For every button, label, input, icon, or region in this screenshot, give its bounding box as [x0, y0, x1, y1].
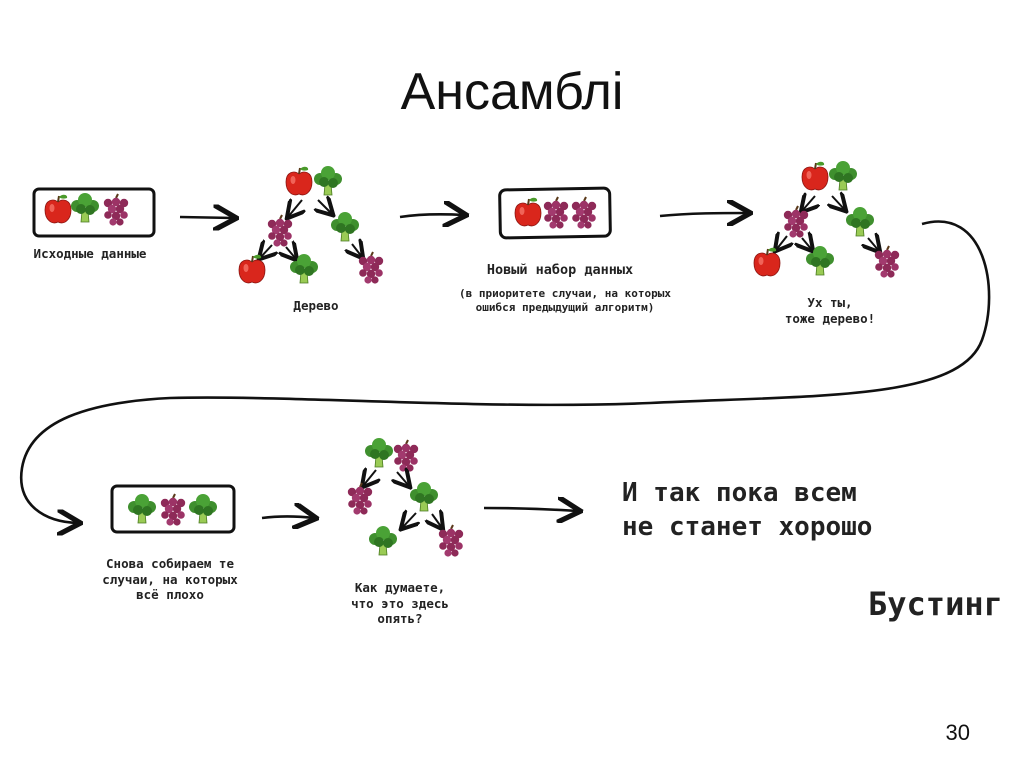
- tree-3: [346, 437, 465, 558]
- arrow-icon: [261, 517, 314, 519]
- apple-icon: [801, 160, 829, 191]
- tree-label: Дерево: [293, 298, 339, 313]
- apple-icon: [285, 165, 313, 196]
- grapes-icon: [392, 439, 420, 473]
- until-label: И так пока всем не станет хорошо: [622, 477, 922, 545]
- new-dataset-box: [498, 186, 612, 240]
- grapes-icon: [266, 214, 294, 248]
- new-dataset-note-line-2: ошибся предыдущий алгоритм): [475, 300, 655, 314]
- grapes-icon: [159, 493, 187, 527]
- wow-line-1: Ух ты,: [807, 295, 853, 310]
- apple-icon: [44, 193, 72, 224]
- broccoli-icon: [313, 165, 343, 196]
- guess-line-3: опять?: [377, 611, 423, 627]
- arrow-icon: [483, 508, 578, 511]
- connector-arrow: [19, 220, 991, 523]
- broccoli-icon: [368, 525, 398, 556]
- again-line-2: случаи, на которых: [102, 571, 238, 587]
- arrow-icon: [659, 213, 748, 216]
- grapes-icon: [102, 193, 130, 227]
- grapes-icon: [437, 524, 465, 558]
- source-data-box: [32, 187, 156, 238]
- again-line-1: Снова собираем те: [106, 556, 234, 571]
- page-number: 30: [945, 720, 970, 745]
- grapes-icon: [570, 196, 598, 230]
- broccoli-icon: [127, 493, 157, 524]
- apple-icon: [753, 246, 781, 277]
- broccoli-icon: [805, 245, 835, 276]
- tree-2: [753, 160, 901, 279]
- grapes-icon: [346, 482, 374, 516]
- apple-icon: [238, 253, 266, 284]
- new-dataset-note: (в приоритете случаи, на которых ошибся …: [420, 287, 710, 315]
- broccoli-icon: [188, 493, 218, 524]
- arrow-icon: [399, 214, 464, 217]
- broccoli-icon: [845, 206, 875, 237]
- boosting-label: Бустинг: [868, 585, 1003, 623]
- new-dataset-note-line-1: (в приоритете случаи, на которых: [459, 287, 671, 300]
- broccoli-icon: [70, 192, 100, 223]
- grapes-icon: [357, 251, 385, 285]
- until-line-2: не станет хорошо: [622, 511, 873, 542]
- grapes-icon: [542, 196, 570, 230]
- tree-1: [238, 165, 385, 285]
- guess-line-1: Как думаете,: [354, 580, 446, 595]
- again-dataset-box: [110, 484, 236, 534]
- wow-label: Ух ты, тоже дерево!: [750, 295, 910, 326]
- guess-line-2: что это здесь: [351, 595, 449, 611]
- new-dataset-label: Новый набор данных: [486, 262, 634, 278]
- source-data-label: Исходные данные: [33, 246, 147, 261]
- broccoli-icon: [364, 437, 394, 468]
- until-line-1: И так пока всем: [622, 478, 857, 508]
- guess-label: Как думаете, что это здесь опять?: [330, 580, 470, 627]
- slide-title: Ансамблі: [400, 63, 624, 121]
- arrow-icon: [179, 217, 234, 218]
- broccoli-icon: [330, 211, 360, 242]
- broccoli-icon: [828, 160, 858, 191]
- broccoli-icon: [409, 481, 439, 512]
- apple-icon: [514, 196, 542, 227]
- grapes-icon: [782, 205, 810, 239]
- wow-line-2: тоже дерево!: [784, 310, 876, 326]
- again-label: Снова собираем те случаи, на которых всё…: [80, 556, 260, 603]
- again-line-3: всё плохо: [136, 587, 204, 603]
